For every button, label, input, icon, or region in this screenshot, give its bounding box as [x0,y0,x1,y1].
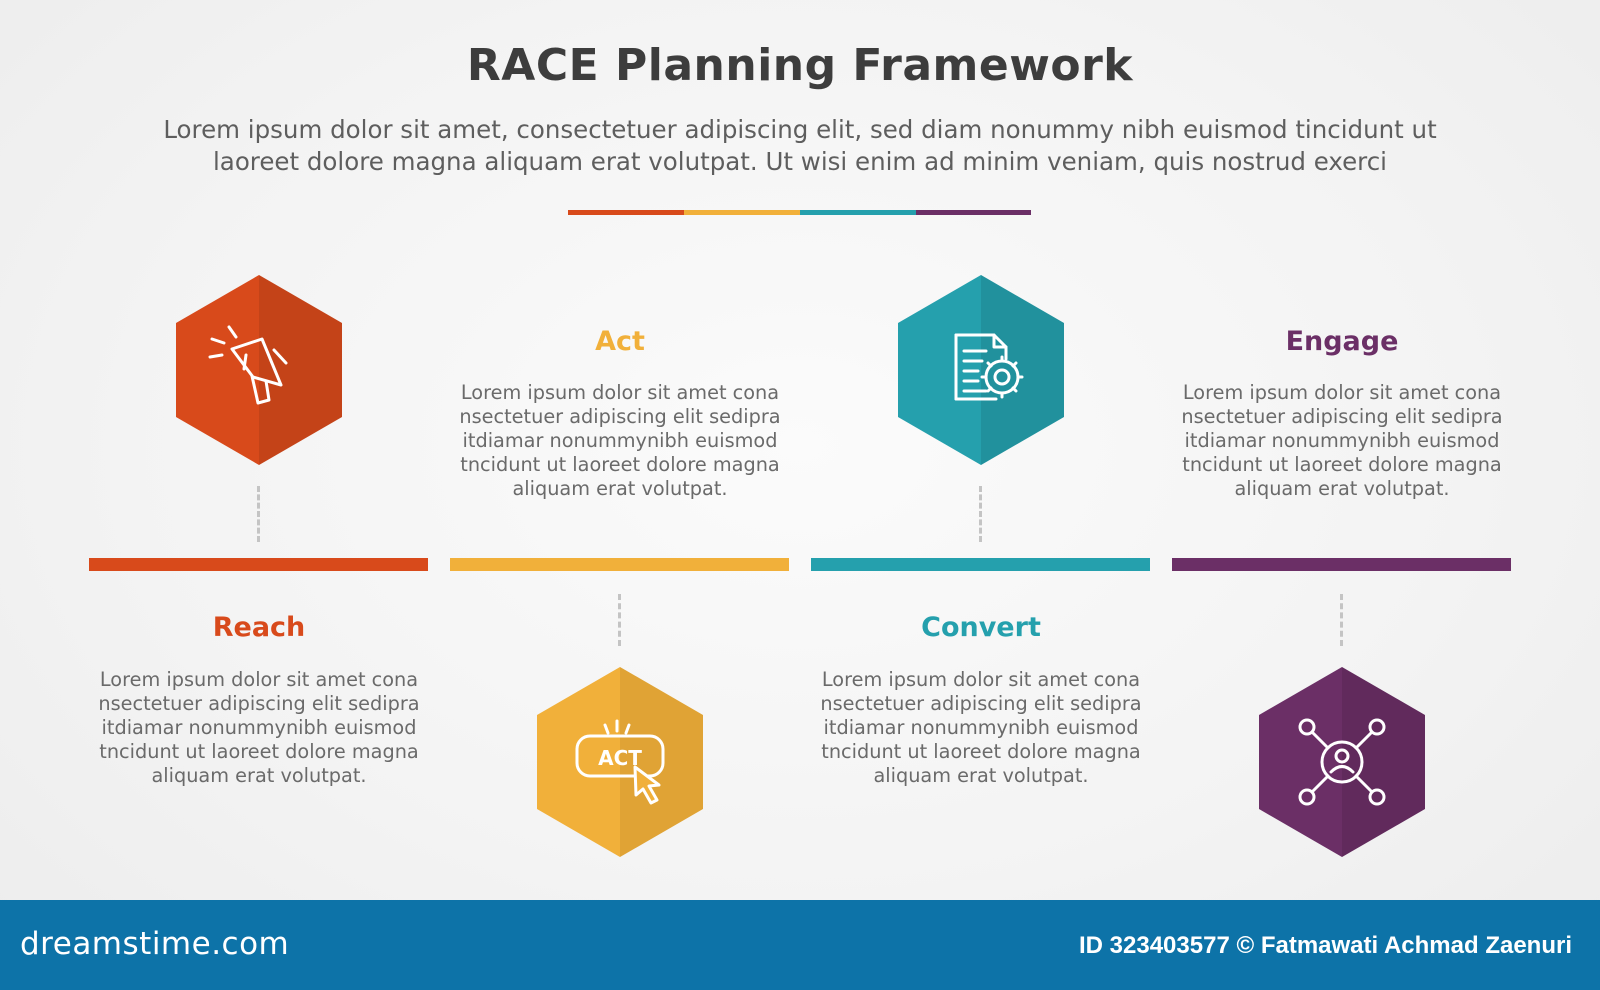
stage-desc-act: Lorem ipsum dolor sit amet cona nsectetu… [450,381,790,501]
desc-line: tncidunt ut laoreet dolore magna [99,740,419,763]
desc-line: aliquam erat volutpat. [151,764,367,787]
desc-line: aliquam erat volutpat. [1234,477,1450,500]
document-gear-icon [954,333,1024,401]
desc-line: Lorem ipsum dolor sit amet cona [1182,381,1502,404]
connector-act [618,594,621,646]
desc-line: aliquam erat volutpat. [873,764,1089,787]
desc-line: tncidunt ut laoreet dolore magna [1182,453,1502,476]
subtitle-line: Lorem ipsum dolor sit amet, consectetuer… [163,115,1437,144]
desc-line: itdiamar nonummynibh euismod [1184,429,1500,452]
brand-logo[interactable]: dreamstime.com [20,926,290,962]
stage-desc-engage: Lorem ipsum dolor sit amet cona nsectetu… [1172,381,1512,501]
desc-line: nsectetuer adipiscing elit sedipra [1181,405,1503,428]
hexagon-engage [1257,665,1427,859]
stage-title-reach: Reach [212,612,306,643]
connector-reach [257,486,260,542]
timeline-bar-engage [1172,558,1511,571]
subtitle-line: laoreet dolore magna aliquam erat volutp… [213,147,1387,176]
desc-line: itdiamar nonummynibh euismod [462,429,778,452]
desc-line: Lorem ipsum dolor sit amet cona [821,668,1141,691]
user-network-icon [1298,718,1386,806]
accent-line-act [684,210,800,215]
desc-line: itdiamar nonummynibh euismod [101,716,417,739]
desc-line: nsectetuer adipiscing elit sedipra [459,405,781,428]
desc-line: Lorem ipsum dolor sit amet cona [460,381,780,404]
timeline-bar-act [450,558,789,571]
megaphone-icon [208,325,288,405]
stage-desc-reach: Lorem ipsum dolor sit amet cona nsectetu… [89,668,429,788]
hexagon-reach [174,273,344,467]
accent-line-engage [916,210,1031,215]
stage-title-convert: Convert [921,612,1041,643]
connector-engage [1340,594,1343,646]
desc-line: tncidunt ut laoreet dolore magna [821,740,1141,763]
page-title: RACE Planning Framework [466,40,1134,91]
hexagon-act: ACT [535,665,705,859]
desc-line: itdiamar nonummynibh euismod [823,716,1139,739]
accent-line-reach [568,210,684,215]
image-credit: ID 323403577 © Fatmawati Achmad Zaenuri [1079,932,1572,959]
act-click-icon: ACT [575,719,665,805]
connector-convert [979,486,982,542]
stage-desc-convert: Lorem ipsum dolor sit amet cona nsectetu… [811,668,1151,788]
timeline-bar-reach [89,558,428,571]
desc-line: nsectetuer adipiscing elit sedipra [98,692,420,715]
accent-line-convert [800,210,916,215]
stage-title-engage: Engage [1285,326,1399,357]
footer-bar: dreamstime.com ID 323403577 © Fatmawati … [0,900,1600,990]
desc-line: nsectetuer adipiscing elit sedipra [820,692,1142,715]
stage-title-act: Act [595,326,645,357]
hexagon-convert [896,273,1066,467]
desc-line: tncidunt ut laoreet dolore magna [460,453,780,476]
page-subtitle: Lorem ipsum dolor sit amet, consectetuer… [100,114,1500,178]
desc-line: Lorem ipsum dolor sit amet cona [99,668,419,691]
desc-line: aliquam erat volutpat. [512,477,728,500]
timeline-bar-convert [811,558,1150,571]
